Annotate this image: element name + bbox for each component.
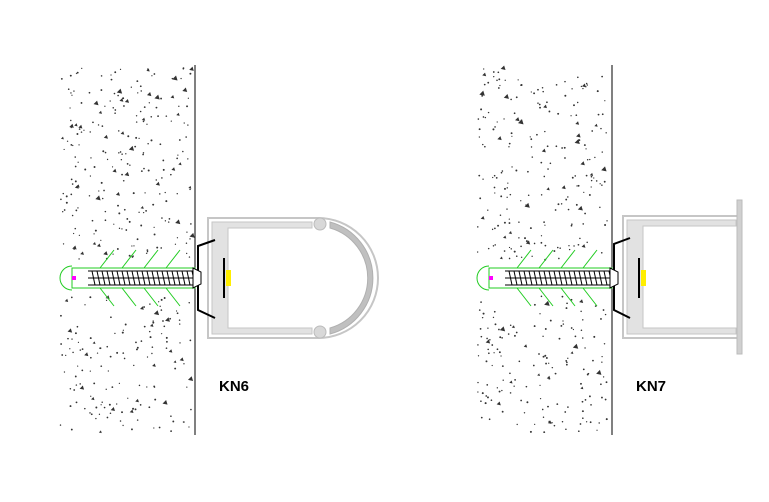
aluminium-profile-square <box>622 199 743 355</box>
figure-label-kn6: KN6 <box>219 378 249 395</box>
figure-kn7: KN7 <box>476 65 743 435</box>
concrete-wall-hatch <box>59 66 195 434</box>
screw <box>505 267 619 289</box>
aluminium-profile-rounded <box>207 217 379 339</box>
wall-plug-anchor <box>476 249 613 307</box>
screw <box>88 267 202 289</box>
figure-kn6: KN6 <box>59 65 379 435</box>
led-chip <box>226 270 231 286</box>
figure-label-kn7: KN7 <box>636 378 666 395</box>
concrete-wall-hatch <box>476 65 608 434</box>
led-chip <box>641 270 646 286</box>
diffuser-round <box>329 221 374 335</box>
diffuser-flat <box>736 199 743 355</box>
